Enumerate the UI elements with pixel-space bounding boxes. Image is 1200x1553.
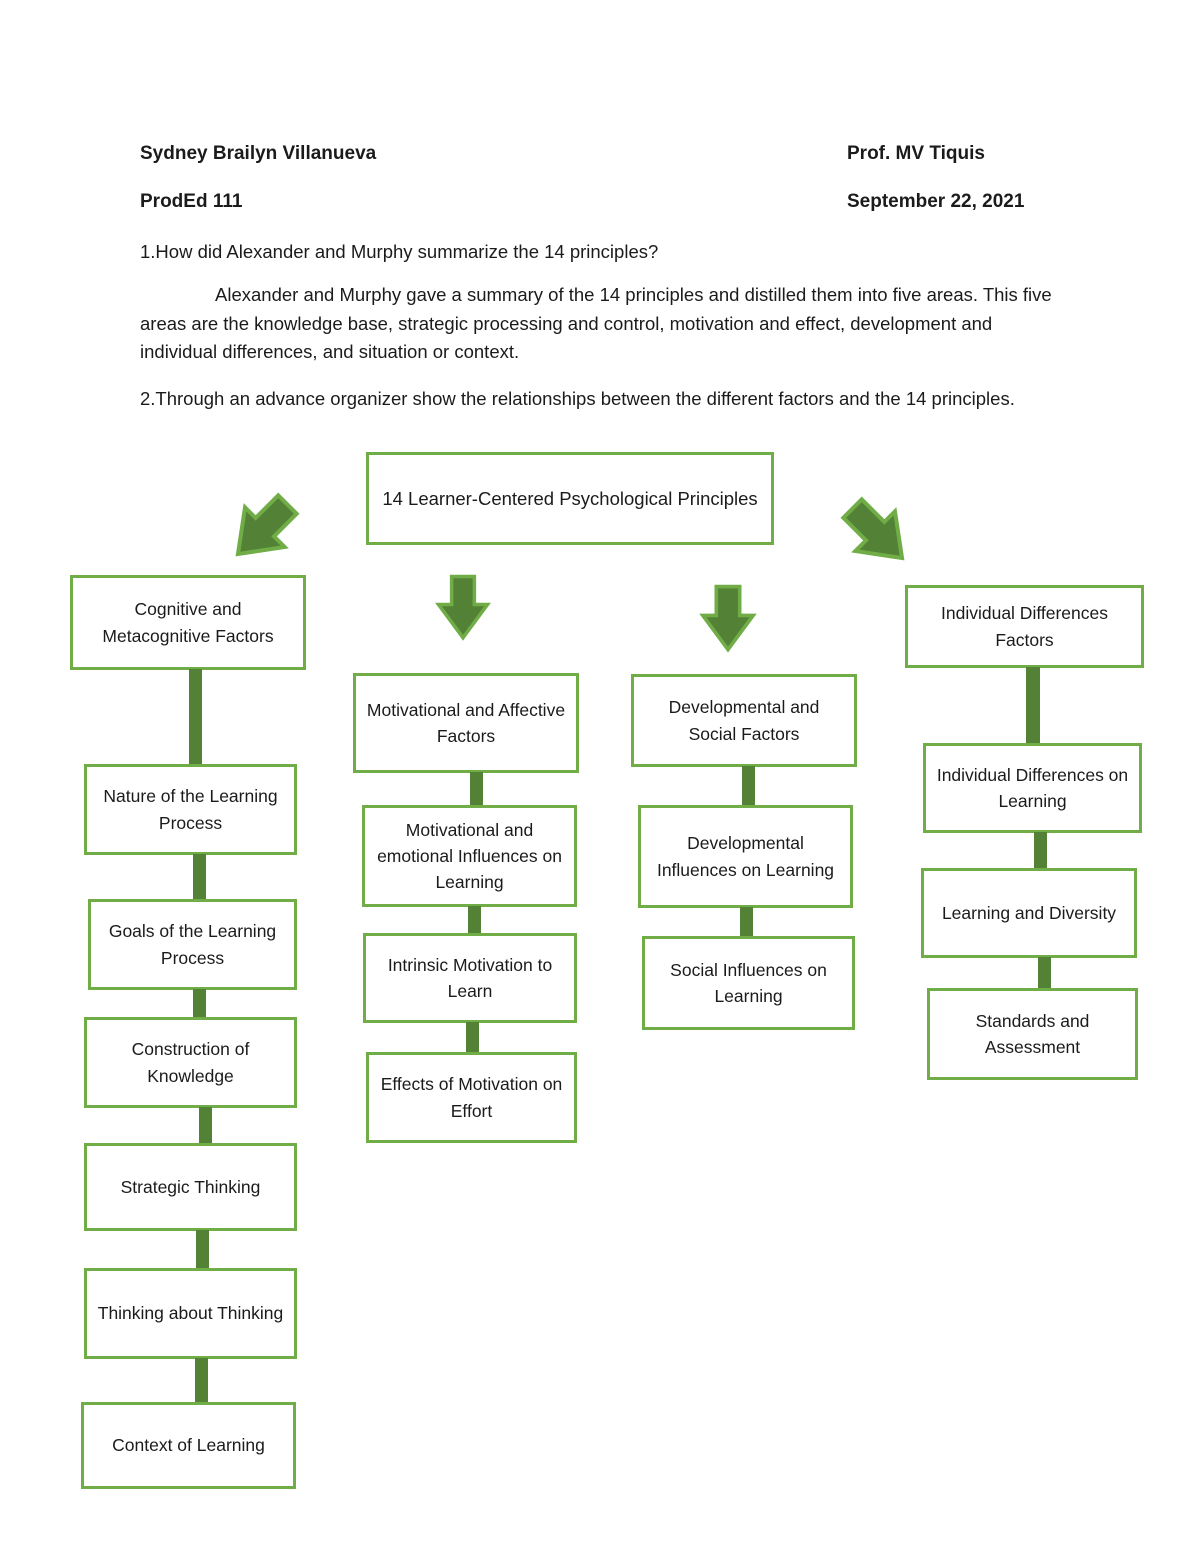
box-label: Nature of the Learning Process bbox=[103, 786, 278, 833]
connector-line bbox=[195, 1358, 208, 1403]
arrow-down-icon bbox=[428, 573, 498, 643]
box-learning-and-diversity: Learning and Diversity bbox=[921, 868, 1137, 958]
connector-line bbox=[466, 1022, 479, 1053]
arrow-down-right-icon bbox=[821, 477, 934, 590]
box-individual-differences-on-learning: Individual Differences on Learning bbox=[923, 743, 1142, 833]
box-motivational-emotional-influences: Motivational and emotional Influences on… bbox=[362, 805, 577, 907]
box-context-of-learning: Context of Learning bbox=[81, 1402, 296, 1489]
box-label: Individual Differences on Learning bbox=[936, 764, 1129, 811]
box-label: Strategic Thinking bbox=[120, 1176, 261, 1197]
box-nature-of-learning-process: Nature of the Learning Process bbox=[84, 764, 297, 855]
box-label: Learning and Diversity bbox=[941, 902, 1117, 923]
connector-line bbox=[189, 669, 202, 765]
course-code: ProdEd 111 bbox=[140, 191, 243, 212]
document-date: September 22, 2021 bbox=[847, 191, 1025, 212]
root-box: 14 Learner-Centered Psychological Princi… bbox=[366, 452, 774, 545]
box-developmental-social-factors: Developmental and Social Factors bbox=[631, 674, 857, 767]
box-social-influences-on-learning: Social Influences on Learning bbox=[642, 936, 855, 1030]
connector-line bbox=[193, 854, 206, 900]
box-cognitive-metacognitive-factors: Cognitive and Metacognitive Factors bbox=[70, 575, 306, 670]
box-effects-of-motivation-on-effort: Effects of Motivation on Effort bbox=[366, 1052, 577, 1143]
box-label: Thinking about Thinking bbox=[97, 1303, 284, 1324]
box-label: Developmental Influences on Learning bbox=[656, 833, 835, 880]
box-standards-and-assessment: Standards and Assessment bbox=[927, 988, 1138, 1080]
connector-line bbox=[1034, 832, 1047, 869]
box-label: Standards and Assessment bbox=[975, 1010, 1090, 1057]
arrow-down-left-icon bbox=[205, 473, 318, 586]
connector-line bbox=[1038, 957, 1051, 989]
connector-line bbox=[470, 772, 483, 806]
box-goals-of-learning-process: Goals of the Learning Process bbox=[88, 899, 297, 990]
box-label: Social Influences on Learning bbox=[670, 959, 827, 1006]
box-developmental-influences-on-learning: Developmental Influences on Learning bbox=[638, 805, 853, 908]
connector-line bbox=[740, 907, 753, 937]
connector-line bbox=[468, 906, 481, 934]
box-motivational-affective-factors: Motivational and Affective Factors bbox=[353, 673, 579, 773]
box-label: Developmental and Social Factors bbox=[668, 697, 820, 744]
arrow-down-icon bbox=[690, 583, 766, 655]
root-box-label: 14 Learner-Centered Psychological Princi… bbox=[382, 487, 758, 509]
box-label: Effects of Motivation on Effort bbox=[380, 1074, 563, 1121]
box-label: Context of Learning bbox=[112, 1435, 265, 1456]
box-individual-differences-factors: Individual Differences Factors bbox=[905, 585, 1144, 668]
box-label: Individual Differences Factors bbox=[941, 603, 1108, 650]
question-1: 1.How did Alexander and Murphy summarize… bbox=[140, 241, 659, 262]
box-strategic-thinking: Strategic Thinking bbox=[84, 1143, 297, 1231]
question-2: 2.Through an advance organizer show the … bbox=[140, 388, 1015, 409]
box-label: Goals of the Learning Process bbox=[108, 921, 277, 968]
connector-line bbox=[1026, 667, 1040, 744]
student-name: Sydney Brailyn Villanueva bbox=[140, 143, 377, 164]
box-label: Intrinsic Motivation to Learn bbox=[387, 954, 553, 1001]
professor-name: Prof. MV Tiquis bbox=[847, 143, 985, 164]
connector-line bbox=[742, 766, 755, 806]
box-label: Motivational and emotional Influences on… bbox=[377, 819, 562, 893]
box-intrinsic-motivation-to-learn: Intrinsic Motivation to Learn bbox=[363, 933, 577, 1023]
answer-1: Alexander and Murphy gave a summary of t… bbox=[140, 284, 1052, 362]
box-label: Motivational and Affective Factors bbox=[366, 699, 566, 746]
box-label: Construction of Knowledge bbox=[131, 1039, 250, 1086]
connector-line bbox=[196, 1230, 209, 1269]
box-label: Cognitive and Metacognitive Factors bbox=[102, 599, 274, 646]
box-thinking-about-thinking: Thinking about Thinking bbox=[84, 1268, 297, 1359]
box-construction-of-knowledge: Construction of Knowledge bbox=[84, 1017, 297, 1108]
connector-line bbox=[193, 989, 206, 1018]
connector-line bbox=[199, 1107, 212, 1144]
